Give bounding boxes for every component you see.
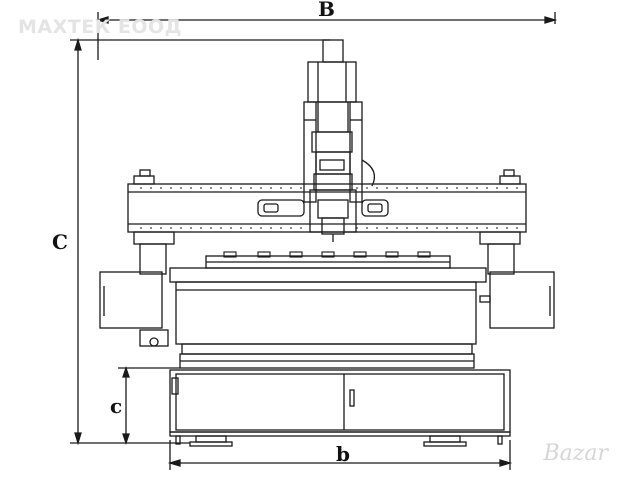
spindle-column (303, 39, 376, 242)
feet (175, 435, 503, 447)
dimension-C-line (70, 37, 330, 446)
dimension-label-B: B (318, 0, 335, 21)
machine-bed (175, 281, 477, 369)
dimension-b-line (167, 440, 513, 470)
gantry-legs (133, 231, 521, 275)
brand-watermark: Bazar (543, 441, 608, 466)
base-cabinet (169, 369, 511, 437)
dimension-label-C: C (52, 230, 68, 254)
company-watermark: МАХТЕК ЕООД (18, 16, 183, 38)
dimension-B-line (95, 12, 558, 60)
dimension-label-b: b (336, 442, 350, 466)
gantry-beam (127, 169, 527, 233)
side-motors (99, 271, 555, 347)
work-table (169, 251, 487, 283)
dimension-c-line (118, 365, 180, 446)
dimension-label-c: c (110, 394, 123, 418)
